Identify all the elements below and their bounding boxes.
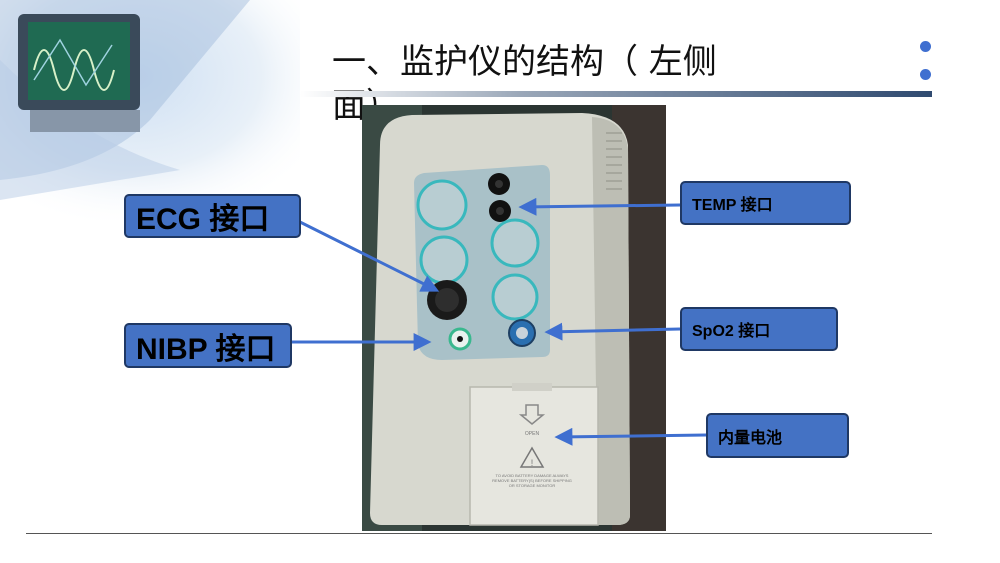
spo2-port-label: SpO2 接口 [680, 307, 838, 351]
battery-label: 内量电池 [706, 413, 849, 458]
connector-panel [414, 165, 550, 360]
battery-door: OPEN ! [469, 383, 599, 526]
svg-text:!: ! [531, 458, 534, 468]
accent-dot [920, 41, 931, 52]
footer-divider [26, 533, 932, 534]
title-underline [300, 91, 932, 97]
accent-dot [920, 69, 931, 80]
device-photo: OPEN ! TO AVOID BATTERY DAMAGE ALWAYS RE… [362, 105, 666, 531]
corner-decoration [0, 0, 300, 220]
monitor-image [18, 14, 140, 132]
ecg-port-label: ECG 接口 [124, 194, 301, 238]
battery-warning-text: TO AVOID BATTERY DAMAGE ALWAYS REMOVE BA… [492, 473, 572, 488]
nibp-port-label: NIBP 接口 [124, 323, 292, 368]
open-marking: OPEN [525, 431, 540, 437]
temp-port-label: TEMP 接口 [680, 181, 851, 225]
